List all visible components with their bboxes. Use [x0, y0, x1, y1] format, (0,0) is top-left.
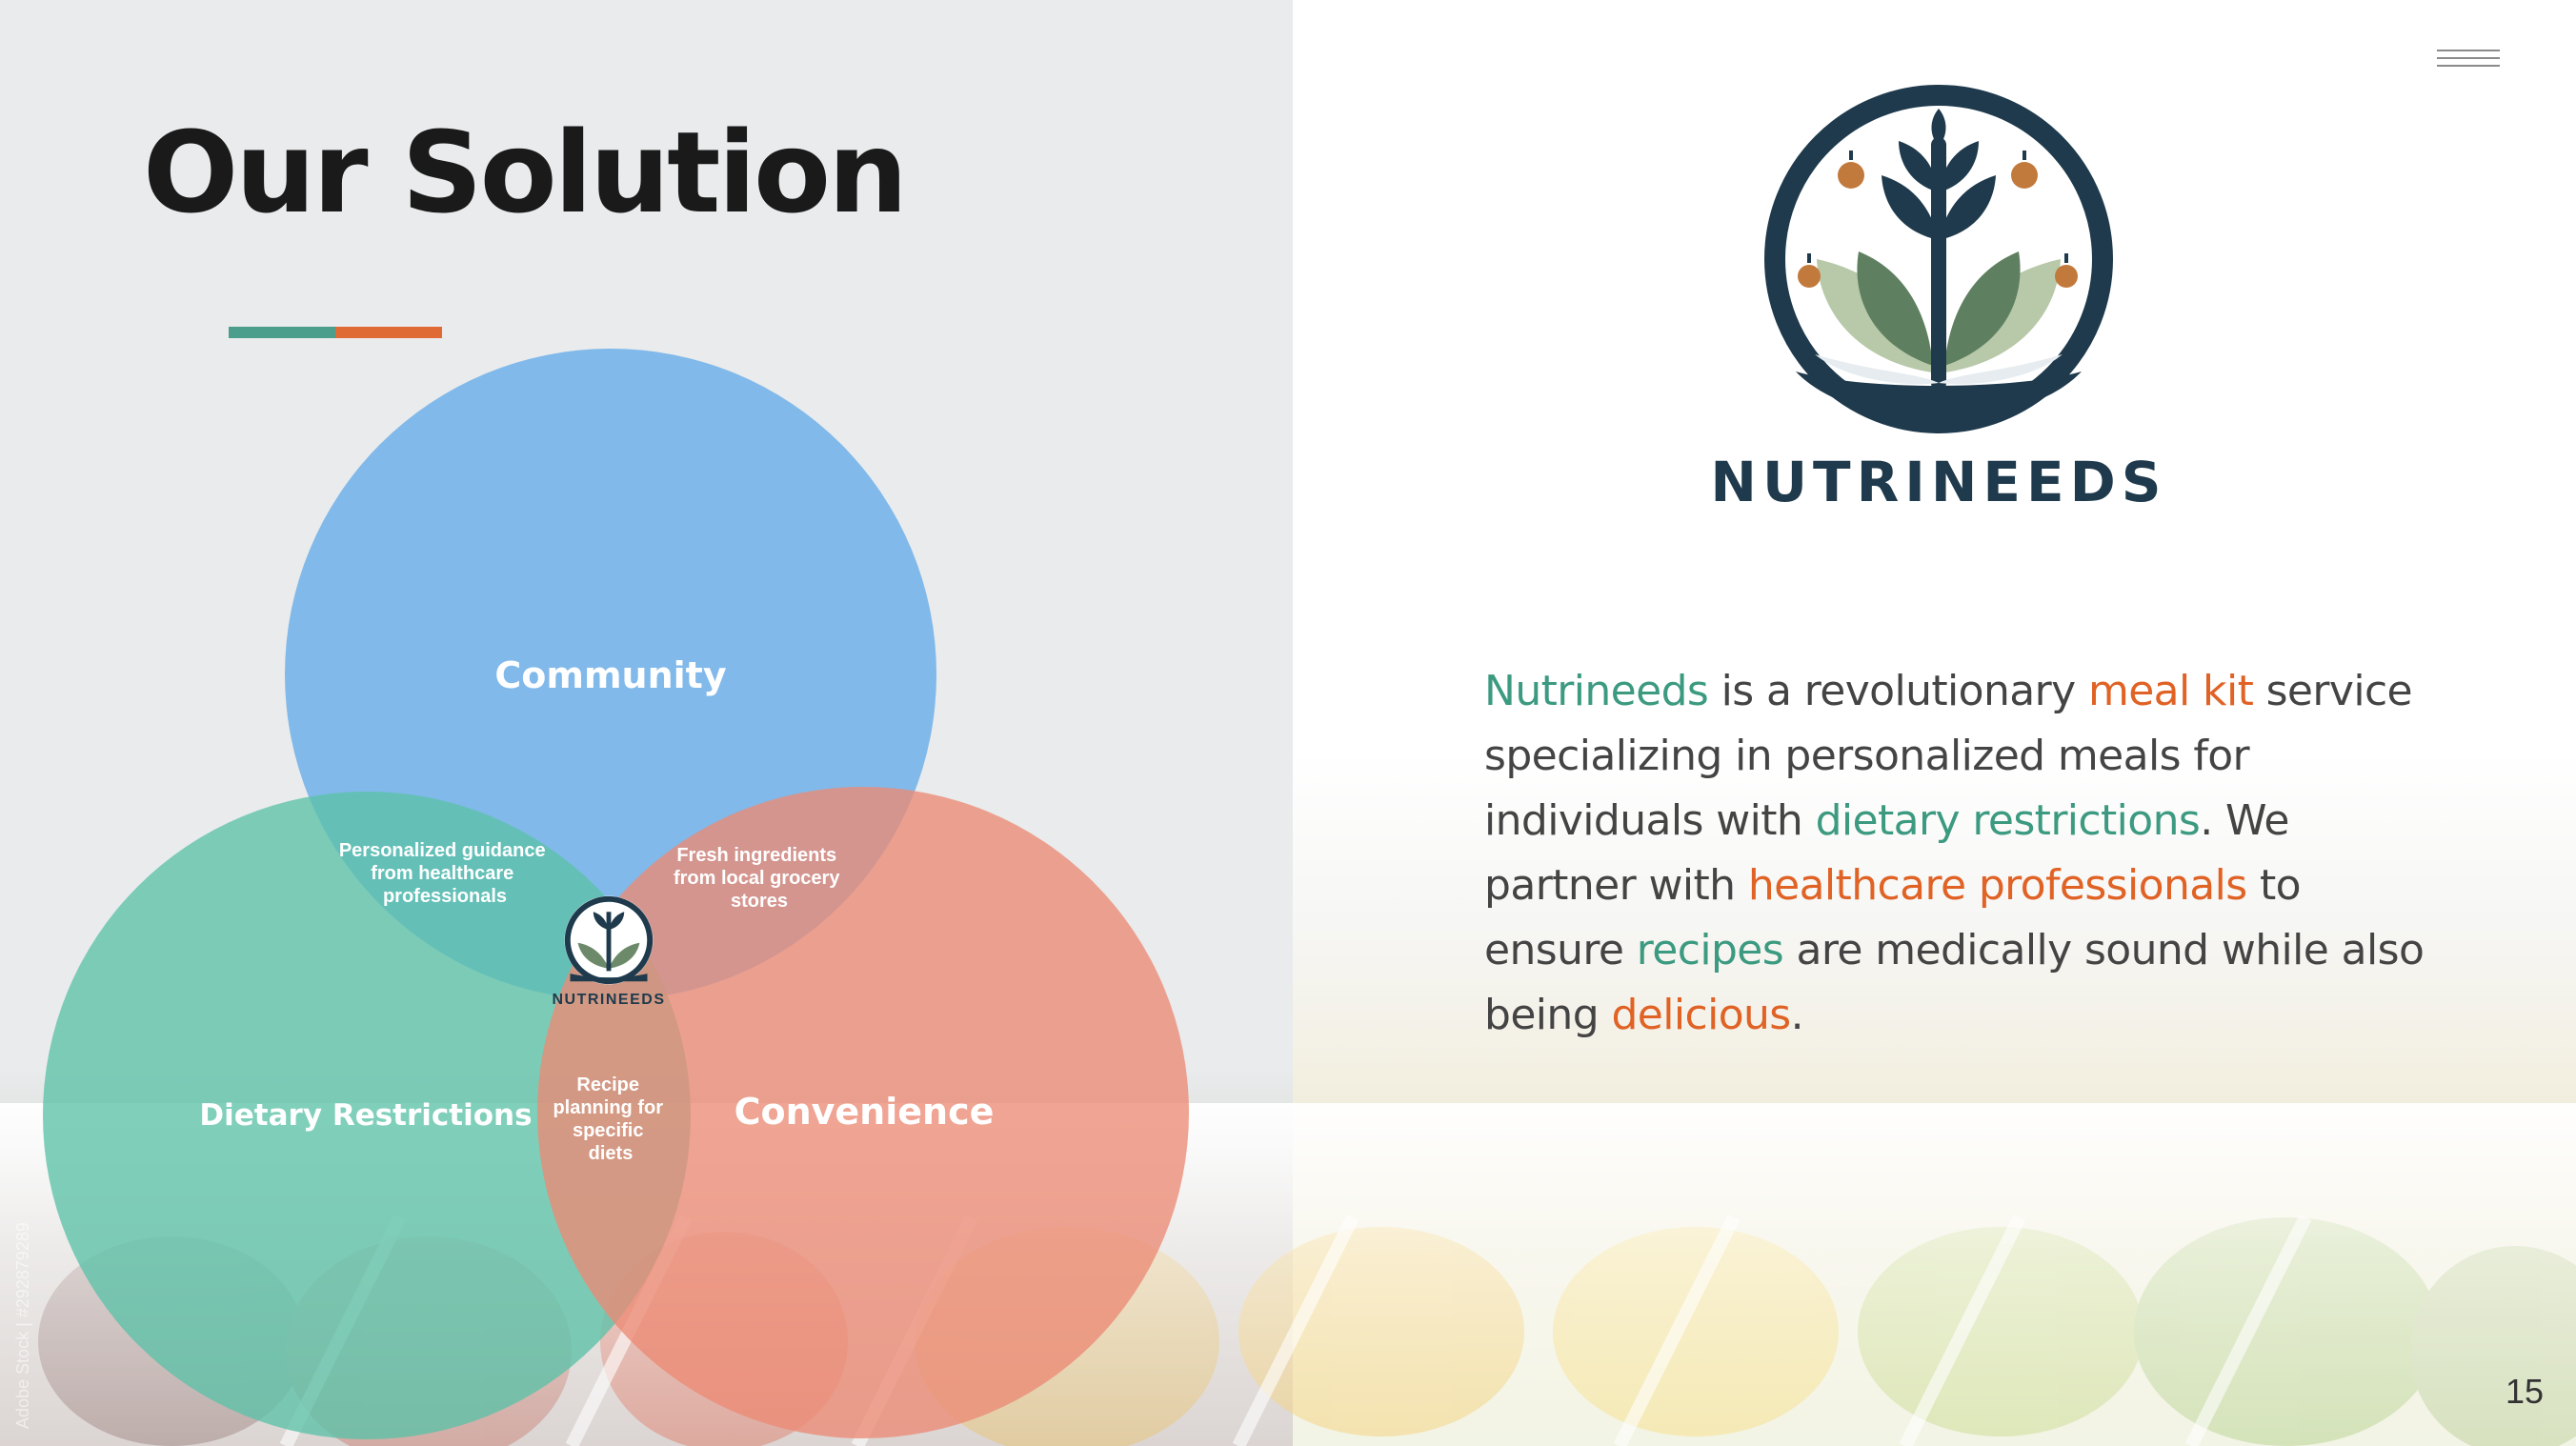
- overlap-community-dietary-label: Personalized guidance from healthcare pr…: [339, 840, 551, 907]
- highlight-recipes: recipes: [1636, 926, 1784, 974]
- highlight-healthcare-professionals: healthcare professionals: [1747, 861, 2247, 910]
- hamburger-menu-icon[interactable]: [2437, 50, 2500, 70]
- overlap-dc-line-2: planning for: [553, 1097, 663, 1118]
- overlap-dc-line-4: diets: [589, 1143, 634, 1164]
- center-logo-icon: [564, 895, 654, 985]
- overlap-cd-line-1: Personalized guidance: [339, 840, 546, 861]
- overlap-dietary-convenience-label: Recipe planning for specific diets: [553, 1074, 668, 1164]
- description-text-2: service specializing in personalized mea…: [1484, 667, 2413, 845]
- solution-description: Nutrineeds is a revolutionary meal kit s…: [1484, 659, 2437, 1048]
- highlight-dietary-restrictions: dietary restrictions: [1815, 796, 2201, 845]
- accent-bar-teal: [229, 327, 335, 338]
- overlap-cc-line-3: stores: [731, 891, 788, 912]
- overlap-community-convenience-label: Fresh ingredients from local grocery sto…: [674, 845, 845, 912]
- venn-diagram: Community Dietary Restrictions Convenien…: [43, 349, 1189, 1439]
- dietary-restrictions-label: Dietary Restrictions: [199, 1098, 532, 1133]
- brand-name: NUTRINEEDS: [1710, 450, 2167, 514]
- dietary-restrictions-circle: [43, 792, 691, 1439]
- description-text-3: . We partner with: [1484, 796, 2289, 910]
- page-title: Our Solution: [143, 107, 908, 238]
- accent-bar-orange: [335, 327, 442, 338]
- highlight-delicious: delicious: [1611, 991, 1791, 1039]
- plant-leaves-logo-icon: [1764, 85, 2113, 433]
- description-text-6: .: [1790, 991, 1804, 1039]
- overlap-cc-line-2: from local grocery: [674, 868, 840, 889]
- overlap-cd-line-3: professionals: [383, 886, 507, 907]
- overlap-dc-line-1: Recipe: [576, 1074, 639, 1095]
- description-text-5: are medically sound while also being: [1484, 926, 2425, 1039]
- overlap-cc-line-1: Fresh ingredients: [676, 845, 836, 866]
- page-number: 15: [2506, 1372, 2545, 1411]
- center-logo-name: NUTRINEEDS: [552, 992, 665, 1008]
- description-text-1: is a revolutionary: [1708, 667, 2088, 715]
- overlap-cd-line-2: from healthcare: [371, 863, 513, 884]
- highlight-brand: Nutrineeds: [1484, 667, 1709, 715]
- convenience-circle: [537, 787, 1189, 1438]
- community-label: Community: [494, 654, 726, 696]
- highlight-meal-kit: meal kit: [2087, 667, 2254, 715]
- description-text-4: to ensure: [1484, 861, 2302, 974]
- overlap-dc-line-3: specific: [573, 1120, 643, 1141]
- convenience-label: Convenience: [735, 1091, 995, 1133]
